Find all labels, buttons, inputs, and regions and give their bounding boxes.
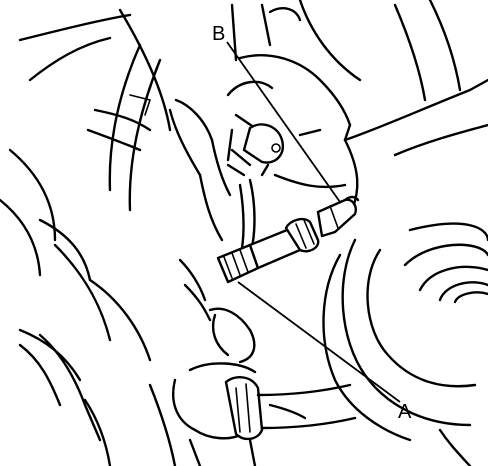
- left-frame-rail: [0, 8, 172, 466]
- oxygen-sensor: [216, 195, 360, 284]
- callout-label-b: B: [212, 23, 225, 45]
- callout-label-a: A: [398, 401, 412, 423]
- leader-line-b: [226, 41, 341, 203]
- upper-strut: [226, 0, 362, 177]
- leader-line-a: [237, 281, 401, 403]
- lower-hose: [148, 307, 357, 466]
